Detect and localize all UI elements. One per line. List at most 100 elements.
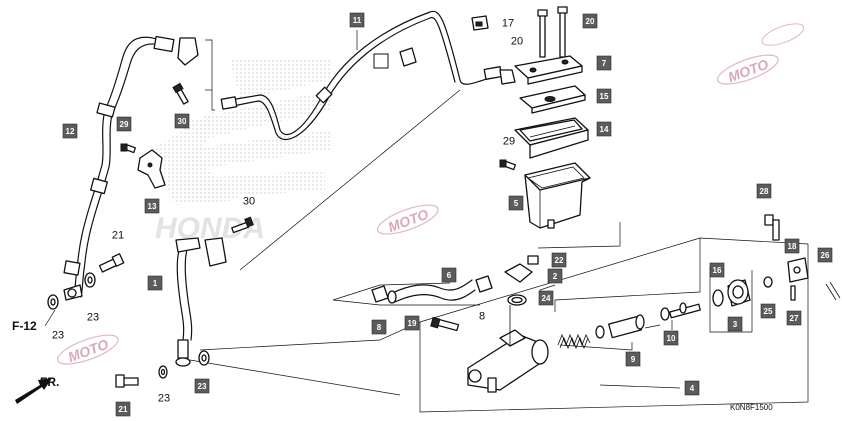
bolt-28 bbox=[764, 214, 780, 241]
callout-29: 29 bbox=[503, 136, 515, 148]
reservoir-5 bbox=[524, 162, 591, 229]
callout-box bbox=[596, 88, 612, 104]
callout-number: 23 bbox=[158, 393, 170, 405]
pin-26 bbox=[825, 281, 841, 301]
callout-box bbox=[709, 262, 725, 278]
callout-25: 25 bbox=[760, 303, 776, 319]
callout-2: 2 bbox=[547, 268, 563, 284]
callout-27: 27 bbox=[786, 310, 802, 326]
banjo-fitting-12 bbox=[63, 284, 83, 301]
callout-number: 23 bbox=[52, 330, 64, 342]
callout-4: 4 bbox=[684, 380, 700, 396]
nut-25 bbox=[763, 276, 773, 288]
callout-number: 20 bbox=[586, 17, 595, 26]
callout-17: 17 bbox=[502, 18, 514, 30]
callout-22: 22 bbox=[551, 252, 567, 268]
callout-8: 8 bbox=[371, 319, 387, 335]
callout-18: 18 bbox=[784, 238, 800, 254]
watermark-3: MOTO bbox=[56, 334, 119, 365]
callout-number: 1 bbox=[153, 279, 158, 288]
watermark-text: MOTO bbox=[66, 336, 111, 365]
callout-number: 30 bbox=[178, 117, 187, 126]
brake-hose-12 bbox=[63, 35, 199, 298]
callout-number: 6 bbox=[447, 271, 452, 280]
diagram-code: K0N8F1500 bbox=[730, 403, 773, 412]
callout-number: 24 bbox=[542, 294, 551, 303]
bolt-20 bbox=[537, 6, 568, 58]
bolt-21a bbox=[98, 253, 125, 273]
callout-20: 20 bbox=[582, 13, 598, 29]
callout-11: 11 bbox=[349, 12, 365, 28]
callout-number: 26 bbox=[821, 251, 830, 260]
watermark-text: MOTO bbox=[386, 206, 431, 235]
pipe-clamp bbox=[373, 47, 417, 69]
callout-6: 6 bbox=[441, 267, 457, 283]
callout-23: 23 bbox=[52, 330, 64, 342]
callout-28: 28 bbox=[756, 183, 772, 199]
callout-9: 9 bbox=[625, 351, 641, 367]
callout-number: 23 bbox=[198, 382, 207, 391]
callout-30: 30 bbox=[243, 196, 255, 208]
callout-30: 30 bbox=[174, 113, 190, 129]
screw-29a bbox=[499, 159, 517, 171]
callout-box bbox=[684, 380, 700, 396]
callout-number: 21 bbox=[119, 405, 128, 414]
boot-3 bbox=[712, 279, 751, 307]
callout-21: 21 bbox=[112, 230, 124, 242]
callout-29: 29 bbox=[116, 116, 132, 132]
callout-1: 1 bbox=[147, 275, 163, 291]
callout-box bbox=[817, 247, 833, 263]
callout-23: 23 bbox=[87, 312, 99, 324]
callout-box bbox=[62, 123, 78, 139]
piston-9 bbox=[595, 314, 645, 339]
brake-pipe-11 bbox=[220, 10, 516, 141]
callout-26: 26 bbox=[817, 247, 833, 263]
callout-box bbox=[508, 195, 524, 211]
callout-box bbox=[551, 252, 567, 268]
watermark-2: MOTO bbox=[716, 54, 779, 85]
callout-number: 4 bbox=[690, 384, 695, 393]
bolt-21b bbox=[115, 374, 139, 388]
direction-arrow: FR. bbox=[15, 375, 59, 404]
callout-number: 5 bbox=[514, 199, 519, 208]
callout-number: 23 bbox=[87, 312, 99, 324]
callout-number: 11 bbox=[353, 16, 362, 25]
callout-box bbox=[349, 12, 365, 28]
clamp-8b bbox=[475, 275, 493, 293]
callout-box bbox=[727, 316, 743, 332]
spring bbox=[557, 333, 591, 350]
callout-number: 20 bbox=[511, 36, 523, 48]
callout-number: 13 bbox=[148, 202, 157, 211]
callout-box bbox=[625, 351, 641, 367]
diaphragm-14 bbox=[514, 117, 589, 159]
pushrod-10 bbox=[660, 302, 701, 321]
watermark-4 bbox=[761, 23, 805, 46]
joint-2 bbox=[504, 255, 539, 306]
callout-box bbox=[760, 303, 776, 319]
callout-number: 15 bbox=[600, 92, 609, 101]
callout-box bbox=[663, 330, 679, 346]
callout-box bbox=[144, 198, 160, 214]
callout-box bbox=[784, 238, 800, 254]
watermark-1: MOTO bbox=[376, 204, 439, 235]
joint-18 bbox=[787, 257, 809, 283]
clamp-8a bbox=[371, 285, 389, 303]
callout-box bbox=[174, 113, 190, 129]
washers-23b bbox=[158, 350, 210, 379]
callout-number: 25 bbox=[764, 307, 773, 316]
callout-23: 23 bbox=[194, 378, 210, 394]
bolt-30a bbox=[172, 82, 189, 105]
callout-number: 9 bbox=[631, 355, 636, 364]
callout-21: 21 bbox=[115, 401, 131, 417]
callout-number: 27 bbox=[790, 314, 799, 323]
callout-number: 12 bbox=[66, 127, 75, 136]
callout-number: 16 bbox=[713, 266, 722, 275]
reservoir-cap-7 bbox=[514, 55, 583, 85]
callout-8: 8 bbox=[479, 311, 485, 323]
callout-box bbox=[194, 378, 210, 394]
callout-box bbox=[756, 183, 772, 199]
callout-box bbox=[116, 116, 132, 132]
callout-number: 7 bbox=[602, 59, 607, 68]
callout-14: 14 bbox=[596, 121, 612, 137]
